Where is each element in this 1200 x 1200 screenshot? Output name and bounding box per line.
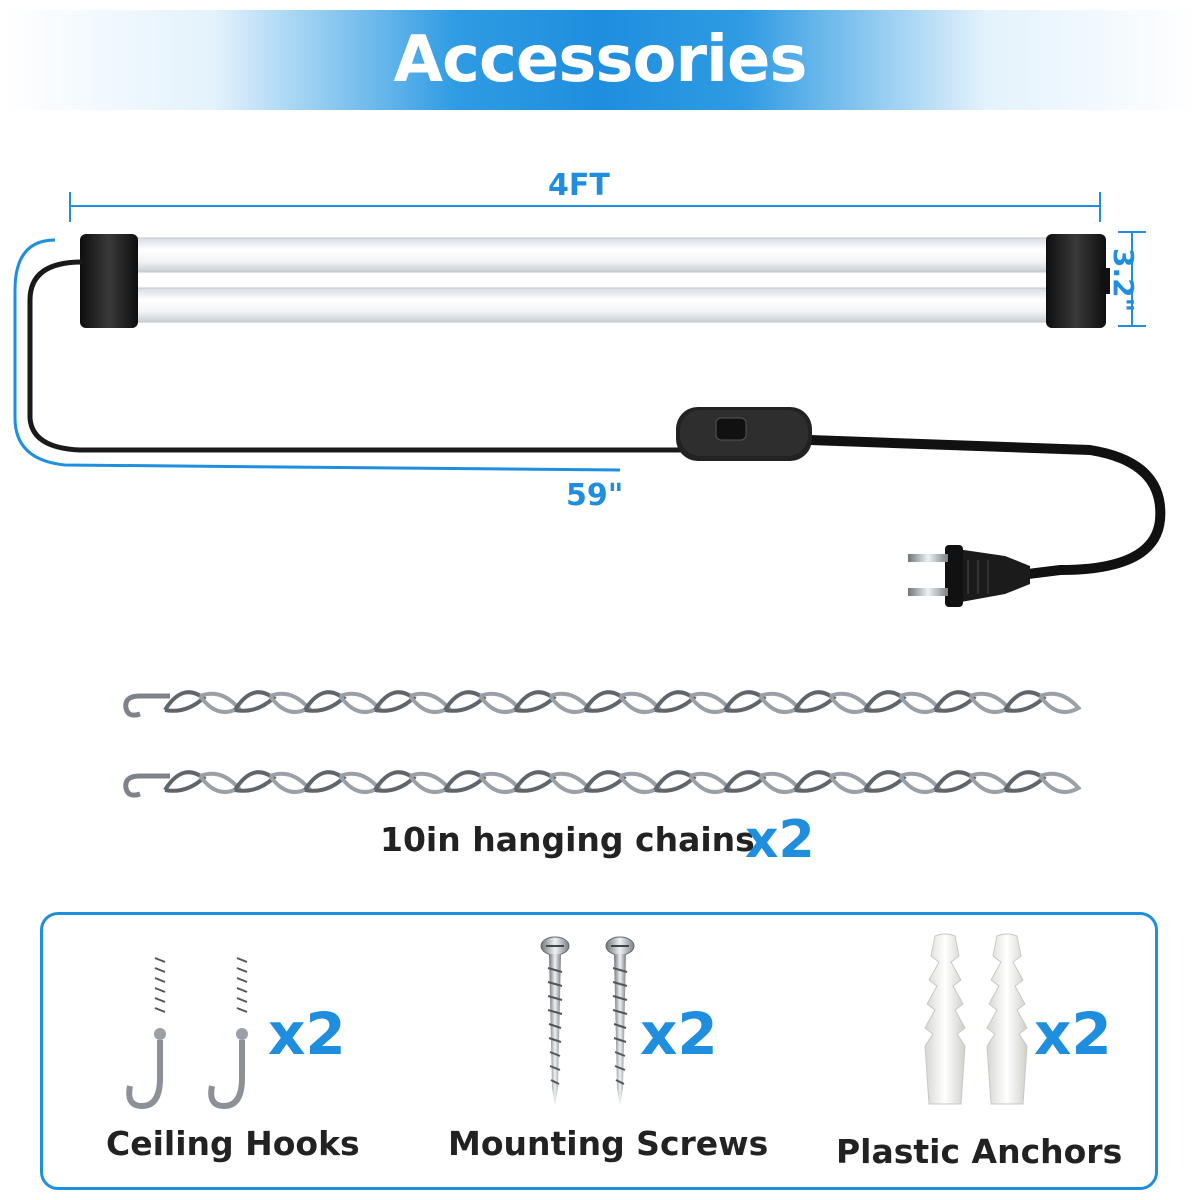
length-label: 4FT	[548, 168, 610, 203]
height-dimension-line	[1118, 231, 1146, 327]
hanging-chain-2	[123, 770, 1082, 798]
plug-icon	[908, 545, 1030, 607]
page-title: Accessories	[393, 23, 808, 97]
plastic-anchor-icon	[924, 933, 1028, 1105]
chain-caption: 10in hanging chains	[380, 820, 755, 859]
length-dimension-line	[69, 192, 1101, 222]
height-label: 3.2"	[1107, 248, 1140, 313]
chain-quantity: x2	[745, 810, 815, 870]
header-banner: Accessories	[0, 10, 1200, 110]
cord-length-label: 59"	[566, 478, 624, 513]
cord-dimension-outline	[13, 238, 621, 472]
plastic-anchors-label: Plastic Anchors	[836, 1132, 1123, 1171]
screw-icon	[540, 936, 635, 1106]
hanging-chain-1	[123, 690, 1082, 718]
ceiling-hooks-label: Ceiling Hooks	[106, 1124, 360, 1163]
ceiling-hook-icon	[126, 948, 248, 1110]
mounting-screws-quantity: x2	[640, 1000, 718, 1068]
accessories-box	[40, 912, 1158, 1190]
inline-switch	[676, 407, 812, 461]
ceiling-hooks-quantity: x2	[268, 1000, 346, 1068]
plastic-anchors-quantity: x2	[1034, 1000, 1112, 1068]
led-tube-bar	[80, 234, 1110, 328]
mounting-screws-label: Mounting Screws	[448, 1124, 769, 1163]
